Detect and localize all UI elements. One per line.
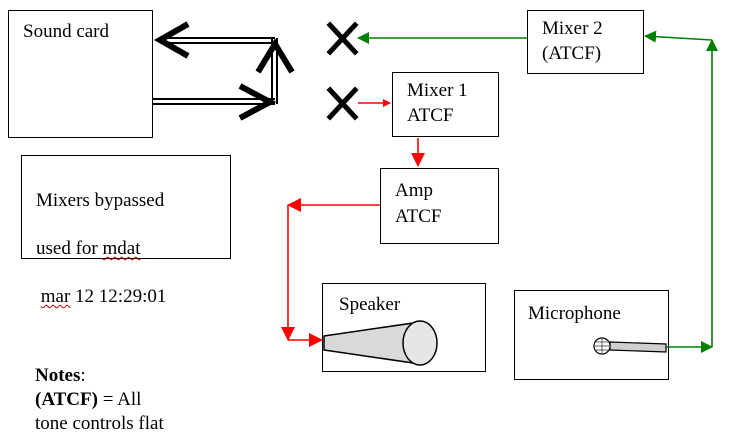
- close-icon: [326, 21, 359, 56]
- sound-card-box: Sound card: [8, 10, 153, 138]
- notes-definition-line2: tone controls flat: [35, 413, 164, 434]
- mixer-1-label-line1: Mixer 1: [407, 80, 468, 101]
- speaker-icon: [323, 320, 438, 366]
- amp-box: Amp ATCF: [380, 168, 499, 244]
- mixer-1-label-line2: ATCF: [407, 105, 454, 126]
- mixer-2-box: Mixer 2 (ATCF): [527, 10, 644, 74]
- notes-block: Notes: (ATCF) = All tone controls flat: [35, 364, 164, 436]
- mixer-2-label-line1: Mixer 2: [542, 18, 603, 39]
- status-note-line2: used for mdat: [36, 238, 141, 259]
- close-icon: [326, 86, 359, 121]
- amp-label-line2: ATCF: [395, 206, 442, 227]
- red-signal-path: [281, 99, 425, 347]
- green-signal-path: [357, 30, 718, 353]
- status-note-line1: Mixers bypassed: [36, 190, 165, 211]
- status-note-line3: mar 12 12:29:01: [40, 286, 167, 307]
- status-note-box: Mixers bypassed used for mdat mar 12 12:…: [21, 155, 231, 307]
- notes-definition-line1: (ATCF) = All: [35, 389, 142, 410]
- speaker-label: Speaker: [339, 294, 401, 315]
- mixer-1-box: Mixer 1 ATCF: [392, 72, 499, 137]
- microphone-box: Microphone: [514, 290, 669, 380]
- status-note-text: Mixers bypassed used for mdat mar 12 12:…: [36, 165, 166, 333]
- microphone-icon: [593, 337, 667, 355]
- microphone-label: Microphone: [528, 303, 621, 324]
- sound-card-label: Sound card: [23, 21, 110, 42]
- mixer-2-label-line2: (ATCF): [542, 43, 602, 64]
- amp-label-line1: Amp: [395, 180, 433, 201]
- sound-card-loop-arrows: [153, 21, 295, 121]
- notes-heading: Notes:: [35, 365, 86, 386]
